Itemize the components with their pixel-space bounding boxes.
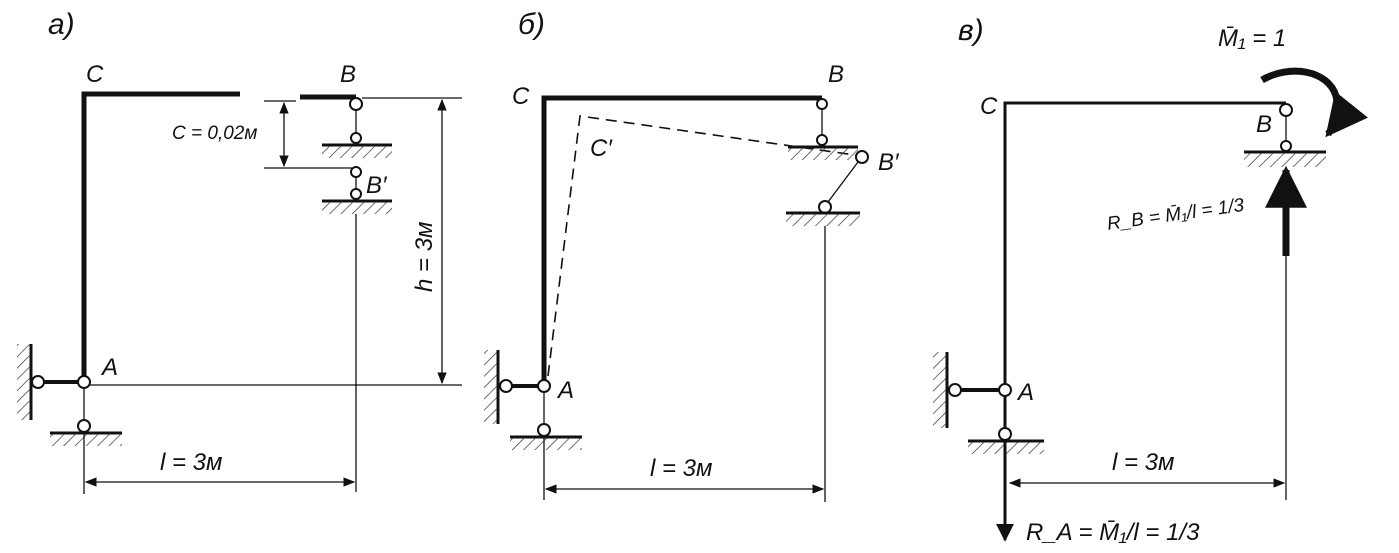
pin-b-prime-lower <box>350 188 362 200</box>
panel-c-tag: в) <box>958 14 984 47</box>
moment-arrow <box>1260 67 1369 138</box>
pin-a-ground <box>998 427 1012 441</box>
ground-hatch-b <box>788 148 858 160</box>
node-b-label: B <box>1256 111 1272 138</box>
pin-a-wall <box>499 379 513 393</box>
node-c-prime-label: C′ <box>590 135 613 162</box>
ground-hatch-b-prime <box>322 202 392 214</box>
frame-column-and-beam <box>541 95 822 382</box>
pin-a-wall <box>948 383 962 397</box>
support-link-b-prime <box>827 161 859 203</box>
pin-a <box>77 375 91 389</box>
node-c-label: C <box>512 83 530 110</box>
panel-a: а) C B B′ C = 0,02м h = 3м <box>17 8 462 494</box>
node-a-label: A <box>556 377 574 404</box>
pin-b <box>349 97 363 111</box>
pin-b <box>1279 103 1293 117</box>
node-a-label: A <box>1016 379 1034 406</box>
pin-a-ground <box>537 423 551 437</box>
node-b-prime-label: B′ <box>366 172 388 199</box>
frame-column-and-beam <box>81 91 240 382</box>
pin-a <box>998 383 1012 397</box>
pin-b-lower <box>816 134 828 146</box>
wall-hatch-a <box>484 350 497 424</box>
pin-b-prime <box>350 166 362 178</box>
moment-label: M̄₁ = 1 <box>1218 25 1286 52</box>
pin-a-wall <box>31 375 45 389</box>
ground-hatch-b <box>322 146 392 158</box>
panel-a-tag: а) <box>48 8 75 41</box>
panel-b: б) C B C′ B′ A l = 3м <box>484 8 900 502</box>
node-c-label: C <box>980 93 998 120</box>
height-label: h = 3м <box>411 222 438 293</box>
frame-column-and-beam <box>1003 101 1286 430</box>
ground-hatch-b <box>1244 153 1326 167</box>
ground-hatch-b-prime <box>786 214 860 226</box>
span-label: l = 3м <box>650 455 712 482</box>
pin-b <box>816 98 828 110</box>
pin-b-lower <box>1280 140 1292 152</box>
pin-b-lower <box>350 132 362 144</box>
node-b-prime-label: B′ <box>878 149 900 176</box>
deformed-shape <box>547 115 863 377</box>
pin-b-prime <box>855 150 869 164</box>
panel-c: в) C B M̄₁ = 1 R_B = M̄₁/l = 1/3 A R_A =… <box>933 14 1369 546</box>
node-a-label: A <box>100 354 118 381</box>
node-b-label: B <box>828 61 844 88</box>
node-b-label: B <box>340 61 356 88</box>
node-c-label: C <box>86 61 104 88</box>
ground-hatch-a <box>50 434 122 446</box>
pin-b-prime-lower <box>818 200 832 214</box>
pin-a <box>537 379 551 393</box>
panel-b-tag: б) <box>518 8 545 41</box>
ground-hatch-a <box>510 438 582 450</box>
wall-hatch-a <box>933 352 946 428</box>
settlement-label: C = 0,02м <box>172 123 257 144</box>
reaction-a-label: R_A = M̄₁/l = 1/3 <box>1026 519 1200 546</box>
wall-hatch-a <box>17 344 30 420</box>
reaction-b-label: R_B = M̄₁/l = 1/3 <box>1106 195 1246 235</box>
span-label: l = 3м <box>1112 449 1174 476</box>
span-label: l = 3м <box>160 449 222 476</box>
pin-a-ground <box>77 419 91 433</box>
